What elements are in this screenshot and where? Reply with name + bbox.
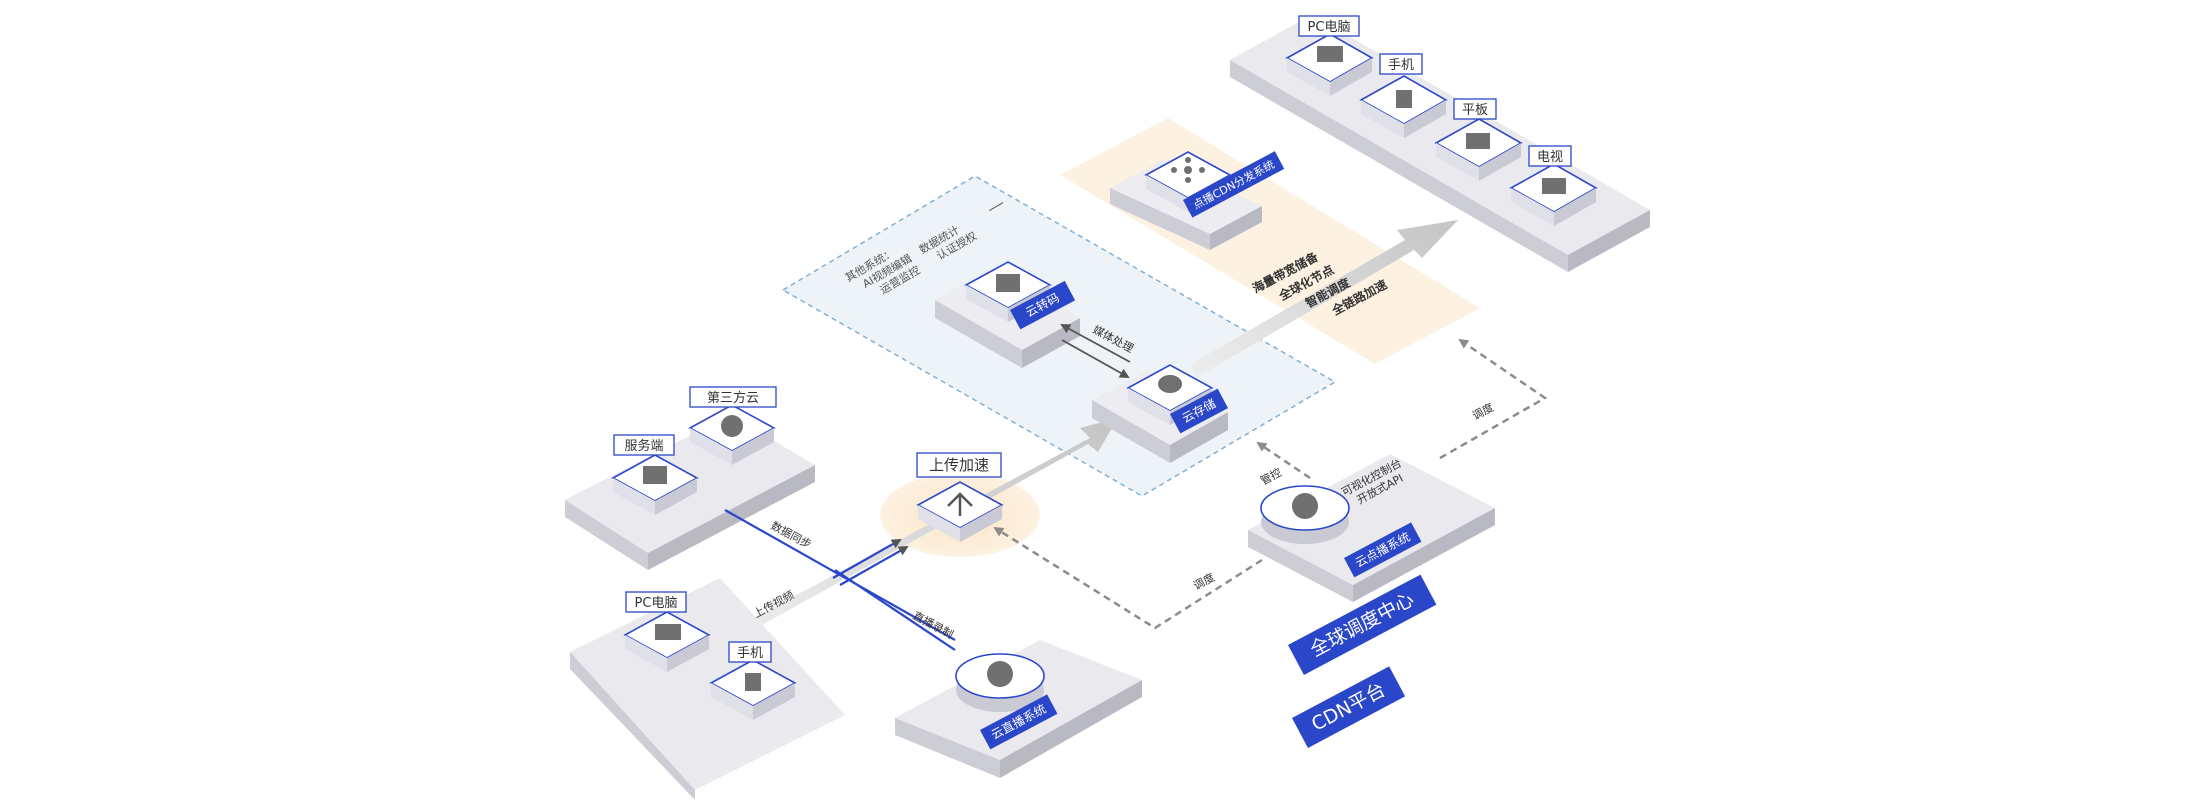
svg-text:手机: 手机 (737, 646, 763, 661)
main-upload-arrow (735, 418, 1118, 640)
dispatch-line-bottom (993, 526, 1263, 630)
transcode-icon (996, 274, 1020, 292)
pc-label-top: PC电脑 (1298, 15, 1360, 37)
upload-line-2 (839, 546, 909, 586)
pc-device-bottom[interactable] (623, 611, 711, 672)
vod-cloud-icon (1292, 493, 1318, 519)
cdn-platform-badge: CDN平台 (1292, 666, 1406, 749)
svg-text:PC电脑: PC电脑 (635, 596, 678, 611)
phone-label-bottom: 手机 (728, 641, 772, 663)
live-cloud-icon (987, 661, 1013, 687)
phone-device-top[interactable] (1359, 75, 1448, 138)
upload-icon (947, 492, 973, 516)
upload-accel-label: 上传加速 (916, 452, 1002, 478)
upload-accel-cube[interactable] (916, 481, 1004, 542)
phone-device-bottom[interactable] (709, 659, 797, 720)
svg-text:第三方云: 第三方云 (707, 390, 759, 406)
client-platform (570, 578, 845, 800)
svg-text:手机: 手机 (1388, 58, 1414, 73)
phone-icon (1396, 90, 1412, 108)
media-arrow-1 (1060, 324, 1131, 363)
vod-platform (1248, 454, 1495, 602)
tablet-device[interactable] (1434, 118, 1523, 181)
tablet-icon (1466, 133, 1490, 149)
control-label: 管控 (1258, 465, 1284, 488)
tv-icon (1542, 178, 1566, 194)
phone-label-top: 手机 (1379, 53, 1423, 75)
database-icon (1158, 375, 1182, 393)
pc-label-bottom: PC电脑 (625, 591, 687, 613)
server-label: 服务端 (613, 434, 675, 456)
tv-label: 电视 (1528, 145, 1572, 167)
media-arrow-2 (1061, 339, 1130, 378)
phone-icon (745, 673, 761, 691)
pc-device-top[interactable] (1285, 33, 1374, 96)
network-icon (1171, 157, 1205, 183)
svg-text:电视: 电视 (1537, 150, 1563, 165)
third-party-cloud-device[interactable] (688, 404, 776, 465)
tablet-label: 平板 (1453, 98, 1497, 120)
svg-text:平板: 平板 (1462, 103, 1488, 118)
live-disc[interactable] (955, 653, 1045, 712)
third-party-cloud-label: 第三方云 (689, 386, 777, 408)
transcode-tag: 云转码 (1010, 280, 1076, 330)
live-record-line (834, 569, 956, 651)
cloud-icon (721, 415, 743, 437)
monitor-icon (655, 624, 681, 640)
control-line (1256, 441, 1311, 480)
server-device[interactable] (611, 454, 699, 515)
server-icon (643, 466, 667, 484)
upload-line-1 (832, 539, 902, 579)
monitor-icon (1317, 46, 1343, 62)
dispatch-line-right (1439, 338, 1548, 460)
schedule-label-bottom: 调度 (1191, 570, 1217, 593)
vod-disc[interactable] (1260, 485, 1350, 544)
schedule-label-right: 调度 (1470, 400, 1496, 423)
svg-text:服务端: 服务端 (624, 438, 663, 454)
tv-device[interactable] (1509, 163, 1598, 226)
svg-text:全球调度中心: 全球调度中心 (1307, 588, 1418, 661)
svg-text:PC电脑: PC电脑 (1308, 20, 1351, 35)
cdn-delivery-arrow (1190, 220, 1458, 378)
svg-text:上传加速: 上传加速 (929, 456, 989, 474)
